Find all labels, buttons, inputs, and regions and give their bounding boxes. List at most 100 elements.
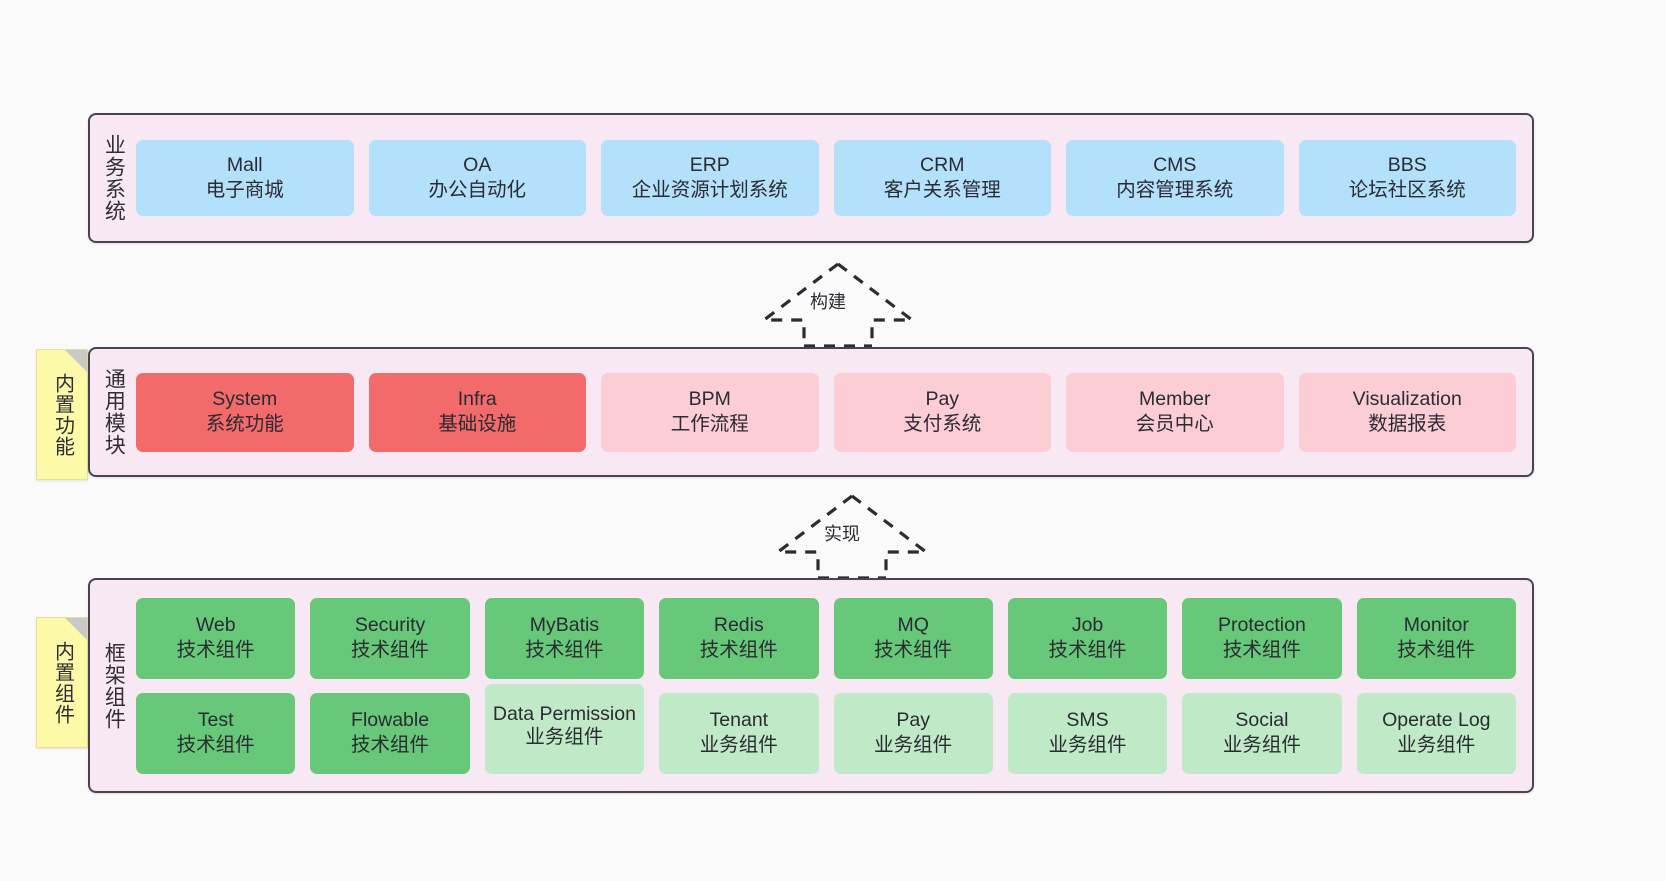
card-title-cn: 业务组件 bbox=[1397, 734, 1476, 756]
layer-body-common-module: System 系统功能 Infra 基础设施 BPM 工作流程 Pay 支付系统… bbox=[136, 349, 1532, 475]
layer-title-common-module: 通用模块 bbox=[102, 368, 126, 456]
card-title-en: SMS bbox=[1066, 708, 1109, 731]
layer-body-framework-component: Web 技术组件 Security 技术组件 MyBatis 技术组件 Redi… bbox=[136, 580, 1532, 791]
card-tenant[interactable]: Tenant 业务组件 bbox=[659, 692, 819, 774]
card-operate-log[interactable]: Operate Log 业务组件 bbox=[1356, 692, 1516, 774]
card-title-en: ERP bbox=[689, 153, 730, 176]
card-mq[interactable]: MQ 技术组件 bbox=[833, 597, 993, 679]
card-mall[interactable]: Mall 电子商城 bbox=[136, 140, 354, 216]
connector-build: 构建 bbox=[748, 258, 928, 348]
card-title-en: BBS bbox=[1387, 153, 1427, 176]
card-title-en: Infra bbox=[457, 387, 497, 410]
card-title-cn: 技术组件 bbox=[1048, 639, 1127, 661]
card-title-en: Operate Log bbox=[1382, 708, 1491, 731]
card-flowable[interactable]: Flowable 技术组件 bbox=[310, 692, 470, 774]
card-data-permission[interactable]: Data Permission 业务组件 bbox=[484, 683, 645, 774]
card-title-en: Pay bbox=[896, 708, 930, 731]
folded-corner-icon bbox=[65, 350, 87, 372]
layer-framework-component[interactable]: 框架组件 Web 技术组件 Security 技术组件 MyBatis 技术组件… bbox=[88, 578, 1534, 793]
card-title-en: Web bbox=[195, 613, 236, 636]
note-builtin-function[interactable]: 内置功能 bbox=[36, 349, 88, 480]
card-title-cn: 企业资源计划系统 bbox=[631, 179, 788, 201]
card-title-en: Social bbox=[1235, 708, 1289, 731]
card-oa[interactable]: OA 办公自动化 bbox=[368, 140, 586, 216]
note-label: 内置功能 bbox=[51, 372, 74, 457]
card-sms[interactable]: SMS 业务组件 bbox=[1007, 692, 1168, 774]
card-title-cn: 业务组件 bbox=[699, 734, 778, 756]
layer-title-framework-component: 框架组件 bbox=[102, 641, 126, 730]
card-redis[interactable]: Redis 技术组件 bbox=[659, 597, 819, 679]
card-title-cn: 办公自动化 bbox=[428, 179, 526, 201]
card-title-cn: 客户关系管理 bbox=[883, 179, 1001, 201]
card-title-en: Test bbox=[197, 708, 234, 731]
card-title-en: Visualization bbox=[1352, 387, 1462, 410]
card-title-en: BPM bbox=[688, 387, 731, 410]
card-title-cn: 技术组件 bbox=[351, 734, 430, 756]
connector-label-build: 构建 bbox=[808, 288, 848, 314]
card-title-cn: 业务组件 bbox=[1222, 734, 1301, 756]
card-title-en: Member bbox=[1138, 387, 1211, 410]
card-title-en: System bbox=[212, 387, 278, 410]
card-row: System 系统功能 Infra 基础设施 BPM 工作流程 Pay 支付系统… bbox=[136, 372, 1516, 452]
card-title-en: MQ bbox=[897, 613, 929, 636]
dashed-arrow-up-icon bbox=[773, 494, 931, 580]
card-title-cn: 技术组件 bbox=[351, 639, 430, 661]
card-title-cn: 业务组件 bbox=[525, 726, 604, 749]
layer-common-module[interactable]: 通用模块 System 系统功能 Infra 基础设施 BPM 工作流程 Pay bbox=[88, 347, 1534, 477]
card-bpm[interactable]: BPM 工作流程 bbox=[601, 372, 819, 452]
card-pay[interactable]: Pay 支付系统 bbox=[833, 372, 1051, 452]
card-title-cn: 技术组件 bbox=[176, 639, 255, 661]
card-title-en: Pay bbox=[925, 387, 960, 410]
card-title-cn: 基础设施 bbox=[438, 413, 517, 435]
card-job[interactable]: Job 技术组件 bbox=[1007, 597, 1168, 679]
card-title-cn: 技术组件 bbox=[874, 639, 953, 661]
card-row: Web 技术组件 Security 技术组件 MyBatis 技术组件 Redi… bbox=[136, 597, 1516, 679]
card-cms[interactable]: CMS 内容管理系统 bbox=[1066, 140, 1284, 216]
card-title-cn: 业务组件 bbox=[874, 734, 953, 756]
card-infra[interactable]: Infra 基础设施 bbox=[368, 372, 586, 452]
card-title-en: Redis bbox=[713, 613, 764, 636]
card-social[interactable]: Social 业务组件 bbox=[1182, 692, 1342, 774]
card-pay-business[interactable]: Pay 业务组件 bbox=[833, 692, 993, 774]
card-title-en: Security bbox=[354, 613, 426, 636]
card-mybatis[interactable]: MyBatis 技术组件 bbox=[484, 597, 645, 679]
card-title-cn: 技术组件 bbox=[1222, 639, 1301, 661]
card-visualization[interactable]: Visualization 数据报表 bbox=[1298, 372, 1516, 452]
connector-label-implement: 实现 bbox=[822, 520, 862, 546]
card-title-cn: 电子商城 bbox=[205, 179, 284, 201]
card-title-cn: 内容管理系统 bbox=[1116, 179, 1234, 201]
card-title-cn: 技术组件 bbox=[176, 734, 255, 756]
card-title-cn: 技术组件 bbox=[1397, 639, 1476, 661]
card-title-cn: 数据报表 bbox=[1368, 413, 1447, 435]
card-title-en: Flowable bbox=[351, 708, 430, 731]
card-title-en: CMS bbox=[1153, 153, 1197, 176]
card-title-cn: 技术组件 bbox=[699, 639, 778, 661]
card-bbs[interactable]: BBS 论坛社区系统 bbox=[1298, 140, 1516, 216]
card-title-cn: 业务组件 bbox=[1048, 734, 1127, 756]
card-web[interactable]: Web 技术组件 bbox=[136, 597, 296, 679]
card-member[interactable]: Member 会员中心 bbox=[1066, 372, 1284, 452]
folded-corner-icon bbox=[65, 618, 87, 640]
layer-business-system[interactable]: 业务系统 Mall 电子商城 OA 办公自动化 ERP 企业资源计划系统 CRM bbox=[88, 113, 1534, 243]
card-title-en: Protection bbox=[1218, 613, 1306, 636]
card-protection[interactable]: Protection 技术组件 bbox=[1182, 597, 1342, 679]
card-title-cn: 系统功能 bbox=[205, 413, 284, 435]
layer-title-business-system: 业务系统 bbox=[102, 134, 126, 222]
card-system[interactable]: System 系统功能 bbox=[136, 372, 354, 452]
card-title-cn: 会员中心 bbox=[1135, 413, 1214, 435]
card-row: Mall 电子商城 OA 办公自动化 ERP 企业资源计划系统 CRM 客户关系… bbox=[136, 140, 1516, 216]
card-erp[interactable]: ERP 企业资源计划系统 bbox=[601, 140, 819, 216]
card-title-en: Job bbox=[1071, 613, 1104, 636]
card-title-en: OA bbox=[463, 153, 492, 176]
card-test[interactable]: Test 技术组件 bbox=[136, 692, 296, 774]
card-title-en: MyBatis bbox=[529, 613, 600, 636]
card-crm[interactable]: CRM 客户关系管理 bbox=[833, 140, 1051, 216]
card-title-en: CRM bbox=[920, 153, 965, 176]
card-title-en: Data Permission bbox=[492, 702, 636, 725]
card-security[interactable]: Security 技术组件 bbox=[310, 597, 470, 679]
dashed-arrow-up-icon bbox=[759, 262, 917, 348]
card-title-en: Monitor bbox=[1403, 613, 1469, 636]
note-builtin-component[interactable]: 内置组件 bbox=[36, 617, 88, 748]
card-monitor[interactable]: Monitor 技术组件 bbox=[1356, 597, 1516, 679]
